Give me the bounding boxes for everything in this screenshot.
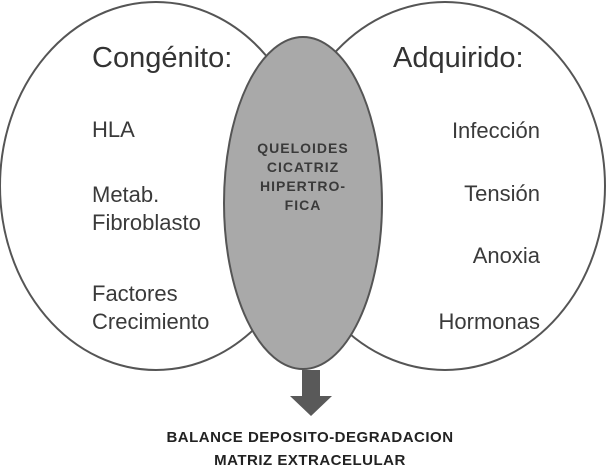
- left-item-metab-fibroblasto: Metab. Fibroblasto: [92, 182, 201, 235]
- left-item-hla: HLA: [92, 117, 135, 142]
- right-item-tension: Tensión: [464, 181, 540, 206]
- left-set-heading: Congénito:: [92, 42, 233, 74]
- footer-line-2: MATRIZ EXTRACELULAR: [214, 452, 406, 469]
- left-item-factores-crecimiento: Factores Crecimiento: [92, 281, 210, 334]
- intersection-label: QUELOIDES CICATRIZ HIPERTRO- FICA: [257, 140, 349, 213]
- right-item-infeccion: Infección: [451, 118, 540, 143]
- right-item-hormonas: Hormonas: [438, 309, 540, 334]
- right-set-heading: Adquirido:: [393, 42, 524, 74]
- intersection-lens: [223, 36, 383, 370]
- down-arrow-icon: [290, 370, 332, 416]
- right-item-anoxia: Anoxia: [472, 243, 540, 268]
- footer-line-1: BALANCE DEPOSITO-DEGRADACION: [166, 429, 454, 446]
